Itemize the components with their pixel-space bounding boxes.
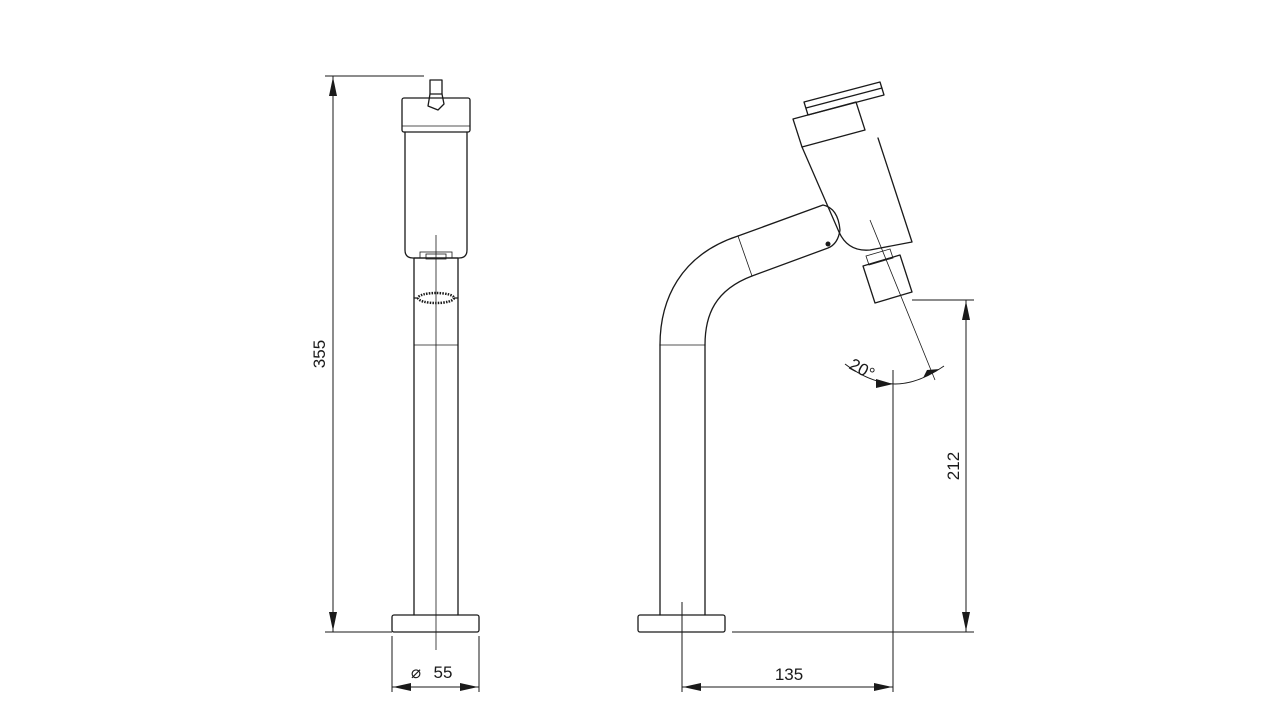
spray-angle-dimension: 20°: [844, 355, 945, 388]
diameter-symbol: ⌀: [411, 663, 421, 682]
arrow-head: [460, 683, 478, 691]
base-diameter-label: 55: [434, 663, 453, 682]
spout-reach-dimension: 135: [681, 370, 894, 692]
side-lever-handle: [803, 81, 885, 116]
spout-reach-label: 135: [775, 665, 803, 684]
side-view: [637, 81, 936, 633]
base-diameter-dimension: ⌀ 55: [391, 636, 480, 692]
front-push-button: [429, 79, 443, 95]
arrow-head: [962, 612, 970, 631]
arrow-head: [393, 683, 411, 691]
front-base-plate: [391, 614, 480, 633]
side-body-cylinder: [801, 137, 913, 251]
height-total-label: 355: [310, 340, 329, 368]
side-spout-arm: [737, 204, 841, 277]
arrow-head: [962, 301, 970, 320]
height-dimension: 355: [310, 75, 424, 633]
arrow-head: [876, 379, 893, 388]
side-aerator: [862, 254, 913, 304]
arrow-head: [874, 683, 892, 691]
side-head-cap: [792, 101, 866, 148]
front-view: [391, 79, 480, 650]
front-head-cap: [401, 97, 471, 133]
arrow-head: [923, 369, 940, 378]
arrow-head: [683, 683, 701, 691]
spout-height-dimension: 212: [732, 299, 974, 633]
spout-height-label: 212: [944, 452, 963, 480]
side-spout-bend-inner: [704, 275, 753, 346]
arrow-head: [329, 612, 337, 631]
outlet-axis-line: [869, 219, 936, 381]
side-spout-bend-outer: [659, 235, 739, 346]
arrow-head: [329, 77, 337, 96]
